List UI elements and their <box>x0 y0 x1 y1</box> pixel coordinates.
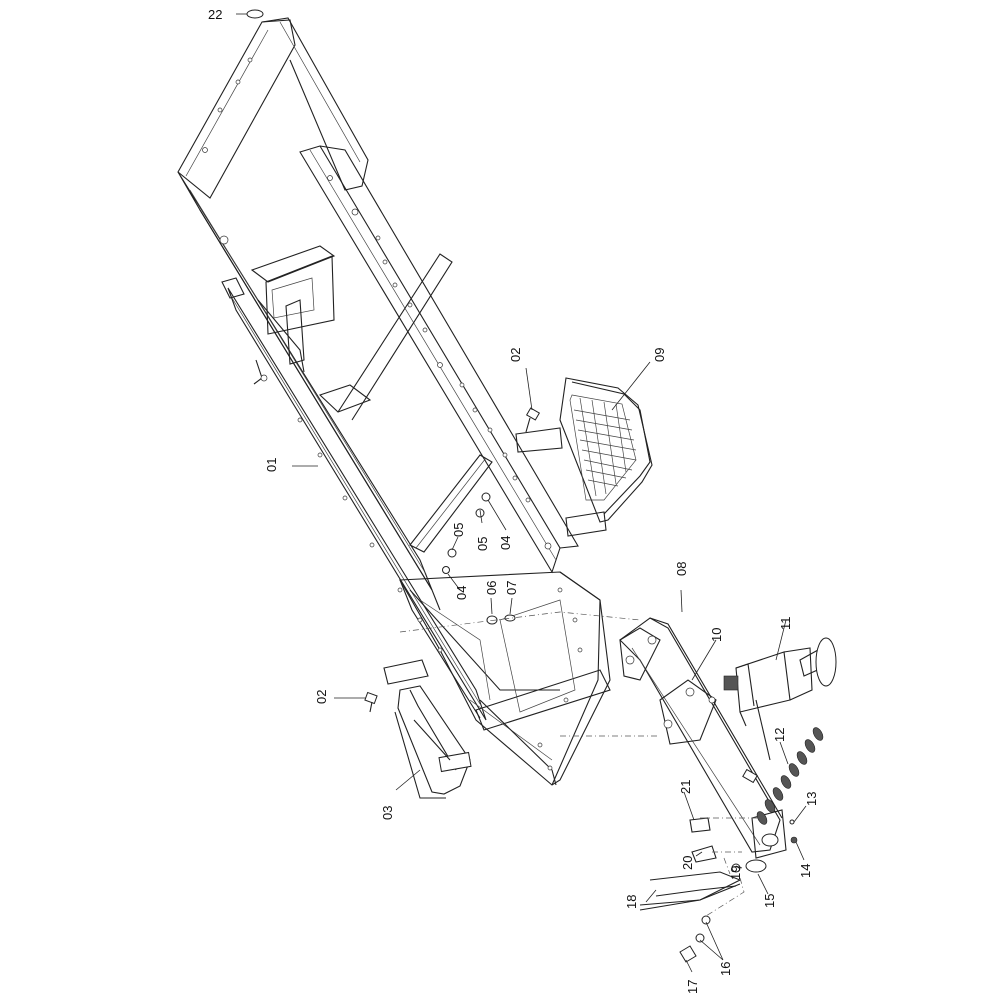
drawbar-assembly <box>639 871 742 963</box>
callout-12: 12 <box>772 728 787 742</box>
callout-labels: 22 01 02 09 05 05 04 04 06 07 08 10 11 1… <box>208 7 819 994</box>
callout-08: 08 <box>674 562 689 576</box>
bumper-assembly <box>383 659 472 799</box>
callout-19: 19 <box>728 866 743 880</box>
callout-01: 01 <box>264 458 279 472</box>
end-cap-part <box>246 9 264 19</box>
leader-lines <box>236 13 807 973</box>
safety-chain <box>756 727 824 825</box>
hitch-hardware <box>689 817 798 873</box>
callout-10: 10 <box>709 628 724 642</box>
callout-02-top: 02 <box>508 348 523 362</box>
callout-11: 11 <box>778 617 793 631</box>
callout-15: 15 <box>762 894 777 908</box>
callout-13: 13 <box>804 792 819 806</box>
callout-03: 03 <box>380 806 395 820</box>
callout-07: 07 <box>504 581 519 595</box>
callout-14: 14 <box>798 864 813 878</box>
jack-assembly <box>723 637 837 761</box>
callout-22: 22 <box>208 7 222 22</box>
callout-04-left: 04 <box>454 586 469 600</box>
callout-18: 18 <box>624 895 639 909</box>
bolt-part-b <box>364 691 378 713</box>
callout-06: 06 <box>484 581 499 595</box>
callout-09: 09 <box>652 348 667 362</box>
callout-16: 16 <box>718 962 733 976</box>
callout-17: 17 <box>685 980 700 994</box>
bolt-part-a <box>525 407 541 433</box>
small-hardware <box>442 492 516 625</box>
hitch-beam <box>619 617 787 859</box>
callout-04-right: 04 <box>498 536 513 550</box>
callout-05-left: 05 <box>451 523 466 537</box>
callout-20: 20 <box>680 856 695 870</box>
step-assembly <box>515 377 653 537</box>
callout-05-right: 05 <box>475 537 490 551</box>
callout-21: 21 <box>678 780 693 794</box>
main-frame <box>177 17 611 786</box>
alignment-lines <box>399 611 760 917</box>
callout-02-lower: 02 <box>314 690 329 704</box>
